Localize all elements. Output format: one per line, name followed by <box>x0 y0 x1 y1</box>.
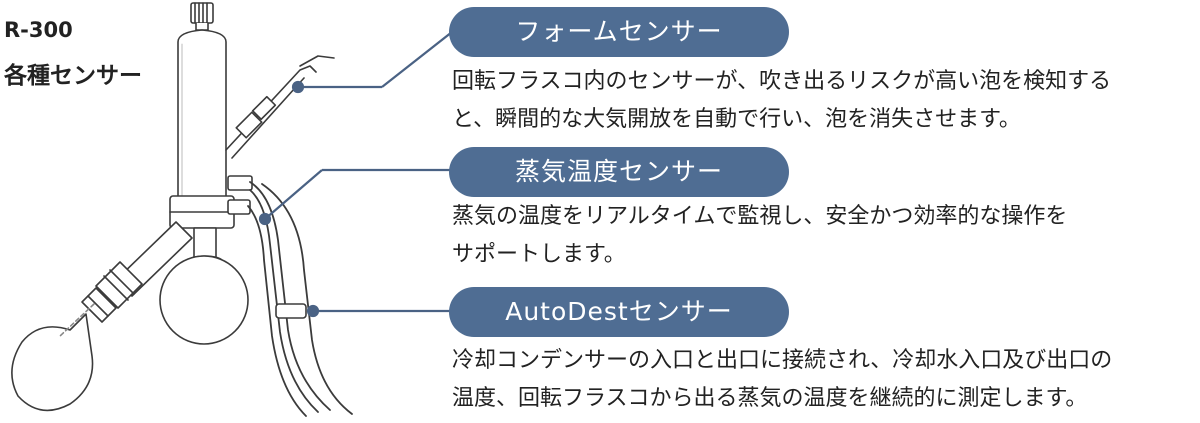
connector-line-vapor <box>264 169 323 220</box>
description-line: 温度、回転フラスコから出る蒸気の温度を継続的に測定します。 <box>452 386 1088 411</box>
description-line: 蒸気の温度をリアルタイムで監視し、安全かつ効率的な操作を <box>452 204 1068 229</box>
description-line: サポートします。 <box>452 242 626 267</box>
receiving-flask <box>159 255 249 345</box>
sensor-label-vapor-temperature: 蒸気温度センサー <box>449 147 789 197</box>
description-line: 回転フラスコ内のセンサーが、吹き出るリスクが高い泡を検知する <box>452 69 1112 94</box>
sensor-description-foam: 回転フラスコ内のセンサーが、吹き出るリスクが高い泡を検知する と、瞬間的な大気開… <box>452 63 1197 139</box>
description-line: と、瞬間的な大気開放を自動で行い、泡を消失させます。 <box>452 107 1021 132</box>
model-name: R-300 <box>4 18 73 42</box>
cooling-hoses <box>249 181 331 411</box>
condenser <box>177 29 227 206</box>
page-title: 各種センサー <box>4 63 142 89</box>
description-line: 冷却コンデンサーの入口と出口に接続され、冷却水入口及び出口の <box>452 348 1113 373</box>
rotary-flask <box>11 313 94 412</box>
sensor-description-autodest: 冷却コンデンサーの入口と出口に接続され、冷却水入口及び出口の 温度、回転フラスコ… <box>452 342 1197 418</box>
sensor-label-foam: フォームセンサー <box>449 7 789 57</box>
sensor-label-autodest: AutoDestセンサー <box>449 287 789 337</box>
sensor-description-vapor-temperature: 蒸気の温度をリアルタイムで監視し、安全かつ効率的な操作を サポートします。 <box>452 198 1197 274</box>
rotary-evaporator-illustration <box>11 2 450 417</box>
